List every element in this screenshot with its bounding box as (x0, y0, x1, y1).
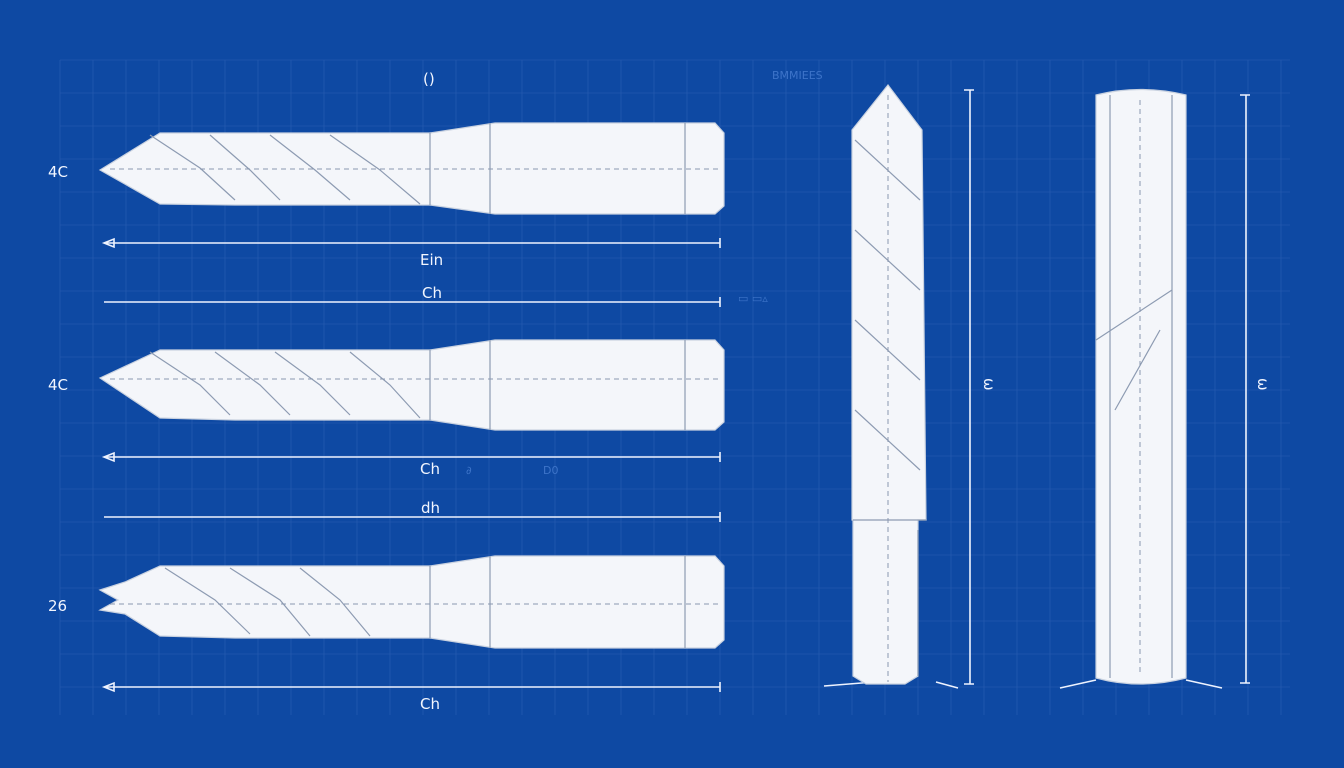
row2-top-dim-label: Ch (422, 284, 442, 302)
drill-bit-horizontal-3 (98, 555, 725, 649)
vertical1-dim-label: ω (980, 378, 998, 391)
top-center-label: () (423, 70, 435, 88)
drill-bit-vertical-twisted (851, 84, 927, 685)
vertical2-dim-label: ω (1254, 378, 1272, 391)
row2-dim-faint-b: D0 (543, 464, 558, 477)
row2-dim-label: Ch (420, 460, 440, 478)
row3-top-dim-label: dh (421, 499, 440, 517)
dimension-lines (101, 89, 1250, 693)
drill-bit-horizontal-1 (98, 122, 725, 215)
top-right-faint-label: BMMIEES (772, 69, 823, 82)
drill-bit-horizontal-2 (98, 339, 725, 431)
row1-dim-label: Ein (420, 251, 443, 269)
row2-side-faint-label: ▭ ▭▵ (738, 292, 768, 305)
row3-left-label: 26 (48, 597, 67, 615)
row2-left-label: 4C (48, 376, 68, 394)
drill-bit-vertical-straight (1095, 88, 1187, 685)
row3-dim-label: Ch (420, 695, 440, 713)
row2-dim-faint-a: ∂ (466, 464, 472, 477)
row1-left-label: 4C (48, 163, 68, 181)
